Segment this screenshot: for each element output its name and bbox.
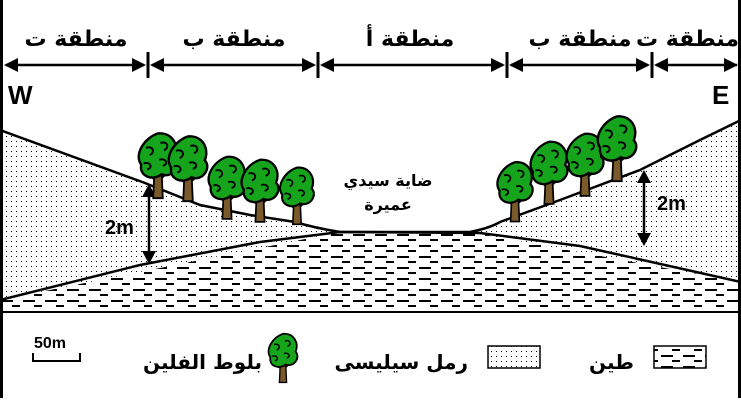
zone-label-center-a: منطقة أ bbox=[366, 23, 454, 52]
tree-icon bbox=[167, 135, 209, 203]
tree-icon bbox=[240, 158, 280, 224]
left-sand-layer bbox=[0, 130, 340, 300]
tree-icon bbox=[529, 140, 569, 206]
tree-icon bbox=[279, 166, 315, 226]
zone-arrows bbox=[4, 58, 738, 72]
thickness-label-right: 2m bbox=[657, 193, 686, 215]
sand-legend-swatch bbox=[487, 345, 541, 369]
zone-label-left-b: منطقة ب bbox=[183, 27, 286, 52]
lake-label-line1: ضاية سيدي bbox=[344, 171, 433, 191]
lake-label-line2: عميرة bbox=[364, 195, 412, 214]
zone-label-left-t: منطقة ت bbox=[25, 27, 128, 52]
thickness-arrow-right bbox=[637, 170, 651, 246]
east-label: E bbox=[712, 80, 729, 110]
scale-label: 50m bbox=[34, 335, 66, 352]
legend-label-cork-oak: بلوط الفلين bbox=[143, 350, 262, 374]
thickness-arrow-left bbox=[142, 184, 156, 264]
scale-bar bbox=[32, 353, 81, 362]
clay-legend-swatch bbox=[653, 345, 707, 369]
sand-base-line bbox=[0, 230, 741, 302]
legend-label-siliceous-sand: رمل سيليسى bbox=[335, 350, 468, 374]
thickness-label-left: 2m bbox=[105, 217, 134, 239]
tree-icon bbox=[596, 115, 638, 183]
zone-label-right-t: منطقة ت bbox=[636, 27, 739, 52]
west-label: W bbox=[8, 80, 33, 110]
legend-label-clay: طين bbox=[589, 350, 634, 374]
zone-label-right-b: منطقة ب bbox=[529, 27, 632, 52]
clay-layer bbox=[0, 230, 741, 312]
cork-oak-legend-icon bbox=[267, 332, 299, 384]
